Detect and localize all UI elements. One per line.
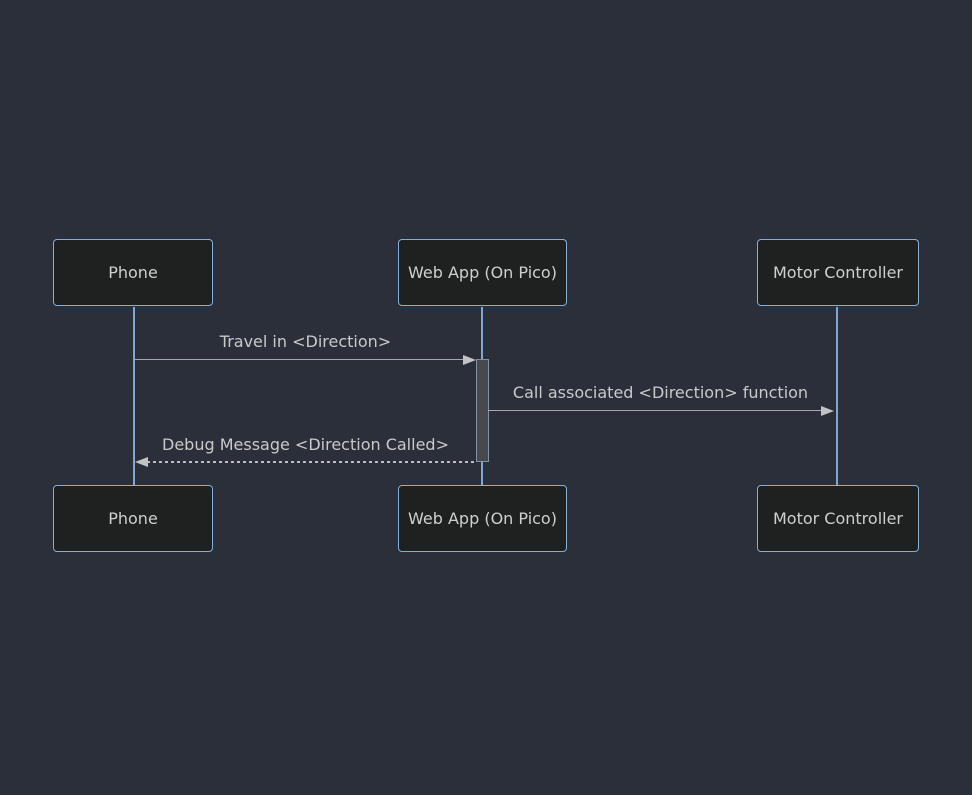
lifeline-phone [133, 307, 135, 485]
arrowhead-right-icon [463, 355, 476, 365]
actor-label-phone: Phone [108, 509, 158, 528]
arrowhead-left-icon [135, 457, 148, 467]
actor-box-phone-top: Phone [53, 239, 213, 306]
actor-label-motor: Motor Controller [772, 509, 904, 528]
message-label-call-function: Call associated <Direction> function [512, 383, 809, 402]
arrowhead-right-icon [821, 406, 834, 416]
lifeline-motor [836, 307, 838, 485]
actor-label-webapp: Web App (On Pico) [408, 263, 557, 282]
actor-box-motor-bottom: Motor Controller [757, 485, 919, 552]
actor-box-webapp-bottom: Web App (On Pico) [398, 485, 567, 552]
actor-label-webapp: Web App (On Pico) [408, 509, 557, 528]
actor-box-webapp-top: Web App (On Pico) [398, 239, 567, 306]
message-line-travel [135, 359, 465, 360]
actor-label-phone: Phone [108, 263, 158, 282]
actor-label-motor: Motor Controller [772, 263, 904, 282]
message-line-debug-dashed [147, 461, 476, 463]
actor-box-phone-bottom: Phone [53, 485, 213, 552]
actor-box-motor-top: Motor Controller [757, 239, 919, 306]
message-line-call-function [488, 410, 822, 411]
message-label-debug: Debug Message <Direction Called> [162, 435, 449, 454]
message-label-travel: Travel in <Direction> [219, 332, 392, 351]
